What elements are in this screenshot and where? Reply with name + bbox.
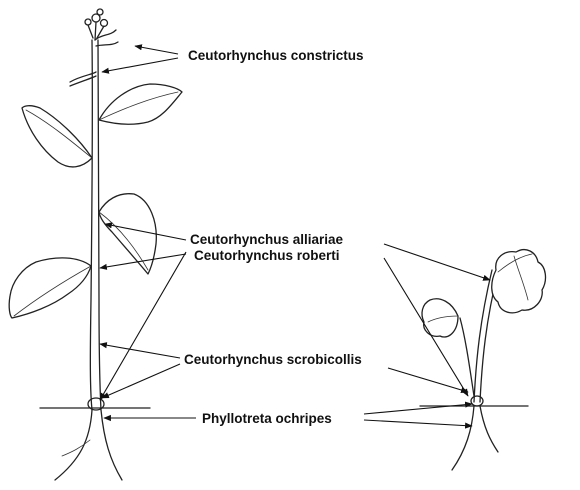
leaf-upper-right <box>99 84 182 124</box>
arrow-constrictus-pods <box>102 58 178 72</box>
rosette-stem <box>474 270 492 402</box>
label-alliariae: Ceutorhynchus alliariae <box>190 232 343 248</box>
label-roberti: Ceutorhynchus roberti <box>194 248 340 264</box>
label-scrobicollis: Ceutorhynchus scrobicollis <box>184 352 362 368</box>
taproot-left <box>55 410 92 480</box>
rosette-plant <box>420 250 545 470</box>
label-constrictus: Ceutorhynchus constrictus <box>188 48 364 64</box>
rosette-petiole <box>460 318 474 396</box>
rosette-crown <box>471 396 483 406</box>
tall-plant <box>9 9 182 480</box>
arrow-constrictus-flowers <box>135 46 178 54</box>
label-ochripes: Phyllotreta ochripes <box>202 411 332 427</box>
arrow-ochripes-rosette-root <box>364 420 472 426</box>
arrow-alliariae-rosette-leaf <box>384 244 490 280</box>
leaf-upper-left <box>22 106 92 167</box>
root-branch <box>62 440 90 456</box>
leaf-rosette-large <box>492 250 546 313</box>
leaf-middle-right <box>99 194 156 274</box>
main-stem <box>90 40 92 410</box>
flower-head <box>85 9 118 46</box>
arrow-scrobicollis-crown <box>102 364 180 398</box>
arrow-ochripes-rosette-crown <box>364 404 472 414</box>
arrow-scrobicollis-stem <box>100 344 180 358</box>
main-stem-edge <box>98 40 101 410</box>
leaf-lower-left <box>9 258 91 318</box>
rosette-root-branch <box>480 406 498 452</box>
taproot-right <box>101 410 122 480</box>
arrow-scrobicollis-rosette <box>388 368 468 392</box>
rosette-root <box>452 406 474 470</box>
arrow-alliariae-crown <box>100 252 186 400</box>
